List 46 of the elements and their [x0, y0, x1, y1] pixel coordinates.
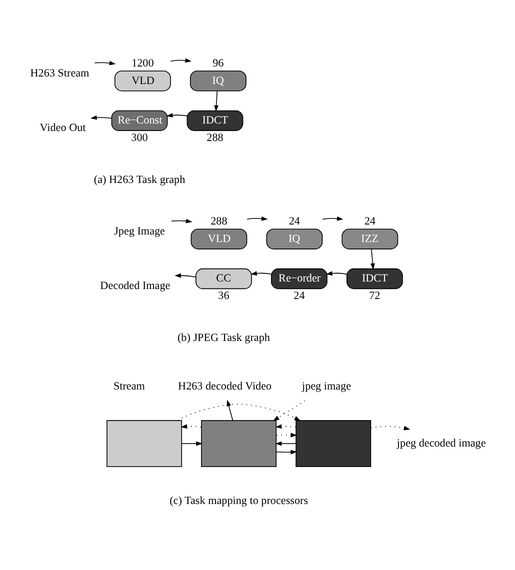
node-text: H263 Stream — [30, 66, 90, 79]
label: (c) Task mapping to processors — [170, 494, 308, 506]
arrow — [275, 424, 296, 428]
arrow — [94, 60, 116, 65]
arrow — [226, 399, 234, 420]
arrow — [166, 112, 188, 117]
label: (b) JPEG Task graph — [177, 331, 270, 344]
arrow — [276, 449, 298, 454]
arrow — [90, 114, 112, 120]
arrow — [177, 403, 301, 421]
node-box — [296, 420, 372, 467]
arrow — [370, 425, 410, 430]
arrow — [214, 90, 219, 112]
arrow — [246, 216, 268, 220]
node-text: jpeg image — [302, 380, 352, 392]
node-text: Decoded Image — [100, 280, 170, 292]
arrow — [170, 58, 192, 62]
node-label: 36 — [218, 290, 230, 302]
node-text: H263 decoded Video — [178, 380, 272, 392]
arrow — [171, 218, 192, 223]
arrow — [250, 270, 272, 276]
node-label: 96 — [212, 56, 224, 69]
arrow — [276, 432, 298, 437]
node-label: 24 — [294, 290, 305, 302]
arrow — [182, 440, 202, 446]
arrow — [272, 400, 306, 421]
arrow — [275, 440, 296, 446]
label: (a) H263 Task graph — [94, 173, 186, 186]
arrow — [370, 248, 375, 270]
arrow — [326, 270, 348, 276]
arrow — [174, 272, 196, 278]
arrow — [180, 424, 202, 428]
node-label: 288 — [210, 214, 228, 227]
node-label: 1200 — [132, 56, 154, 69]
node-box — [106, 420, 182, 467]
node-label: 24 — [364, 214, 376, 227]
node-label: 288 — [206, 132, 224, 144]
node-text: Jpeg Image — [114, 224, 165, 237]
arrow — [322, 216, 344, 220]
node-box — [201, 420, 277, 467]
node-text: Video Out — [40, 122, 86, 134]
label: Stream — [113, 380, 145, 392]
node-text: jpeg decoded image — [396, 437, 486, 450]
node-label: 24 — [288, 214, 300, 227]
node-label: 72 — [369, 290, 380, 302]
node-label: 300 — [131, 132, 148, 144]
